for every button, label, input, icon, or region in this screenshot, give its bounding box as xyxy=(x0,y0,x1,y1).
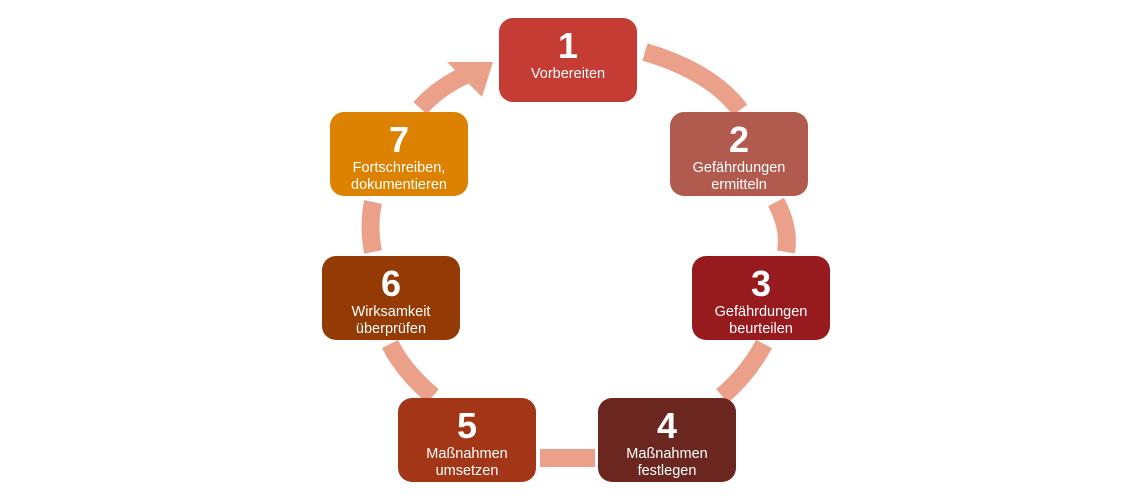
step-7-fortschreiben-dokumentieren: 7 Fortschreiben, dokumentieren xyxy=(330,112,468,196)
step-label-line2: überprüfen xyxy=(355,321,427,337)
step-2-gefaehrdungen-ermitteln: 2 Gefährdungen ermitteln xyxy=(670,112,808,196)
step-number: 5 xyxy=(456,405,478,446)
step-label-line1: Gefährdungen xyxy=(714,304,808,320)
step-label-line2: beurteilen xyxy=(729,321,793,337)
step-5-massnahmen-umsetzen: 5 Maßnahmen umsetzen xyxy=(398,398,536,482)
step-6-wirksamkeit-ueberpruefen: 6 Wirksamkeit überprüfen xyxy=(322,256,460,340)
step-label-line1: Maßnahmen xyxy=(426,446,508,462)
connector-5-6 xyxy=(381,339,439,403)
connector-6-7 xyxy=(361,200,382,254)
step-label-line1: Maßnahmen xyxy=(626,446,708,462)
step-number: 7 xyxy=(388,119,410,160)
step-4-massnahmen-festlegen: 4 Maßnahmen festlegen xyxy=(598,398,736,482)
arrow-head xyxy=(447,62,493,97)
step-3-gefaehrdungen-beurteilen: 3 Gefährdungen beurteilen xyxy=(692,256,830,340)
step-label-line1: Fortschreiben, xyxy=(352,160,446,176)
step-label-line2: umsetzen xyxy=(435,463,499,479)
step-number: 1 xyxy=(557,25,579,66)
connector-1-2 xyxy=(642,43,748,116)
step-label-line2: festlegen xyxy=(637,463,697,479)
step-label-line1: Gefährdungen xyxy=(692,160,786,176)
step-label-line2: ermitteln xyxy=(711,177,767,193)
step-label-line1: Vorbereiten xyxy=(530,66,606,82)
step-number: 2 xyxy=(728,119,750,160)
step-label-line2: dokumentieren xyxy=(351,177,447,193)
step-number: 4 xyxy=(656,405,678,446)
connector-3-4 xyxy=(716,339,772,403)
step-number: 3 xyxy=(750,263,772,304)
step-label-line1: Wirksamkeit xyxy=(351,304,431,320)
connector-2-3 xyxy=(767,197,796,254)
step-number: 6 xyxy=(380,263,402,304)
step-1-vorbereiten: 1 Vorbereiten xyxy=(499,18,637,102)
connector-7-1 xyxy=(413,65,472,115)
